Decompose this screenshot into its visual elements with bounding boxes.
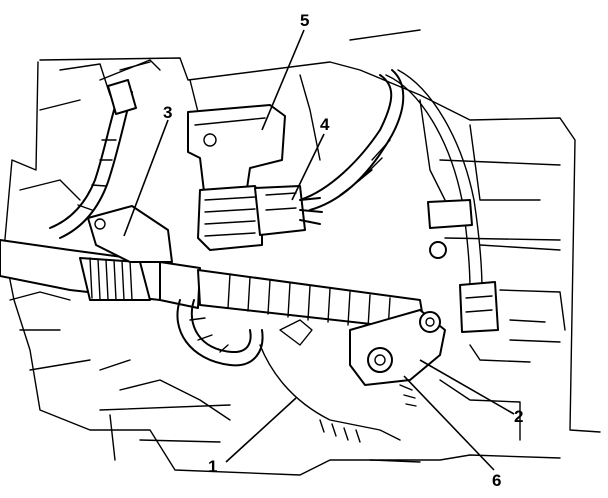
corrugated-conduit — [0, 239, 426, 331]
transmission-case — [3, 29, 601, 476]
leader-1 — [225, 397, 297, 463]
right-connector — [427, 199, 499, 333]
callout-labels: 5 4 3 2 6 1 — [163, 11, 523, 490]
callout-6: 6 — [492, 471, 501, 490]
case-detail — [259, 319, 401, 443]
callout-2: 2 — [514, 407, 523, 426]
callout-3: 3 — [163, 103, 172, 122]
left-harness — [49, 79, 137, 239]
lower-harness — [176, 299, 264, 367]
leader-4 — [291, 133, 325, 201]
electrical-connector — [197, 185, 323, 251]
callout-1: 1 — [208, 457, 217, 476]
leader-5 — [261, 29, 305, 131]
leader-6 — [403, 375, 495, 471]
leader-3 — [123, 119, 169, 237]
wiring-harness-loop — [299, 69, 483, 291]
callout-leaders — [123, 29, 515, 471]
cable-bracket — [87, 205, 173, 263]
shift-lever — [349, 309, 446, 407]
callout-5: 5 — [300, 11, 309, 30]
callout-4: 4 — [320, 115, 330, 134]
mounting-bracket — [187, 104, 286, 201]
leader-2 — [419, 359, 515, 415]
